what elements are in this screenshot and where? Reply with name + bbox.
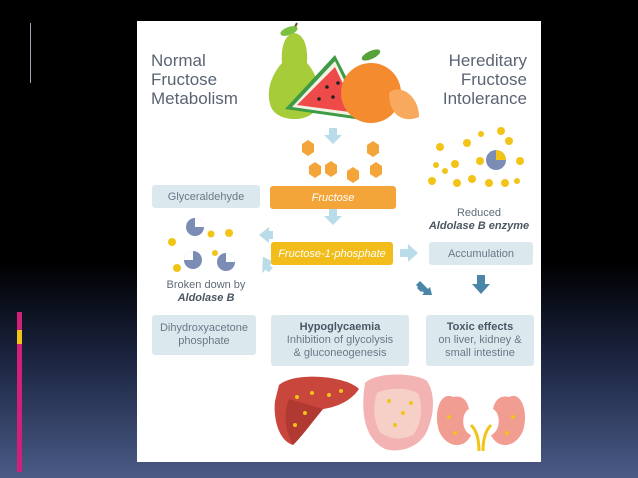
- toxic-effects-body-line: small intestine: [445, 347, 515, 359]
- title-right-line: Hereditary: [448, 51, 527, 70]
- hypoglycaemia-body-line: Inhibition of glycolysis: [286, 334, 394, 346]
- reduced-text: Reduced: [456, 207, 502, 219]
- accumulation-box: Accumulation: [429, 242, 533, 265]
- title-right-line: Intolerance: [442, 89, 527, 108]
- glyceraldehyde-box: Glyceraldehyde: [152, 185, 260, 208]
- fructose-box: Fructose: [270, 186, 396, 209]
- intestine-icon: [363, 374, 433, 451]
- toxic-effects-title: Toxic effects: [446, 321, 514, 333]
- dhap-label-line: phosphate: [178, 335, 230, 347]
- dhap-box: Dihydroxyacetone phosphate: [152, 315, 256, 355]
- f1p-label: Fructose-1-phosphate: [278, 247, 386, 260]
- diagram-slide: Normal Fructose Metabolism Hereditary Fr…: [137, 21, 541, 462]
- title-left-line: Normal: [151, 51, 206, 70]
- toxic-effects-body-line: on liver, kidney &: [438, 334, 522, 346]
- accumulated-dots-icon: [428, 127, 524, 187]
- title-right-line: Fructose: [460, 70, 527, 89]
- arrows: [259, 128, 418, 274]
- accumulation-label: Accumulation: [447, 247, 515, 260]
- title-normal-metabolism: Normal Fructose Metabolism: [151, 51, 238, 108]
- aldolase-b-text: Aldolase B: [177, 292, 235, 304]
- kidney-icon: [436, 395, 526, 452]
- decorative-bar-pink: [17, 312, 22, 472]
- reduced-enzyme-icon: [486, 150, 506, 170]
- fructose-1-phosphate-box: Fructose-1-phosphate: [271, 242, 393, 265]
- dark-arrows: [416, 275, 490, 295]
- title-hfi: Hereditary Fructose Intolerance: [443, 51, 527, 108]
- fructose-molecules-icon: [302, 140, 382, 183]
- title-left-line: Fructose: [151, 70, 218, 89]
- reduced-enzyme-text: Aldolase B enzyme: [428, 220, 530, 232]
- peach-icon: [341, 49, 419, 123]
- dhap-label-line: Dihydroxyacetone: [159, 322, 249, 334]
- fructose-label: Fructose: [311, 191, 355, 204]
- glyceraldehyde-label: Glyceraldehyde: [167, 190, 245, 203]
- hypoglycaemia-body-line: & gluconeogenesis: [293, 347, 387, 359]
- liver-icon: [274, 376, 359, 445]
- broken-down-text: Broken down by: [166, 279, 246, 291]
- reduced-enzyme-label: Reduced Aldolase B enzyme: [423, 207, 535, 233]
- toxic-effects-box: Toxic effects on liver, kidney & small i…: [426, 315, 534, 366]
- title-left-line: Metabolism: [151, 89, 238, 108]
- aldolase-pie-icons: [168, 218, 235, 272]
- decorative-bar-yellow: [17, 330, 22, 344]
- hypoglycaemia-box: Hypoglycaemia Inhibition of glycolysis &…: [271, 315, 409, 366]
- diagram-graphics: [168, 22, 526, 452]
- broken-down-label: Broken down by Aldolase B: [151, 279, 261, 305]
- hypoglycaemia-title: Hypoglycaemia: [299, 321, 381, 333]
- decorative-lines: [30, 23, 35, 83]
